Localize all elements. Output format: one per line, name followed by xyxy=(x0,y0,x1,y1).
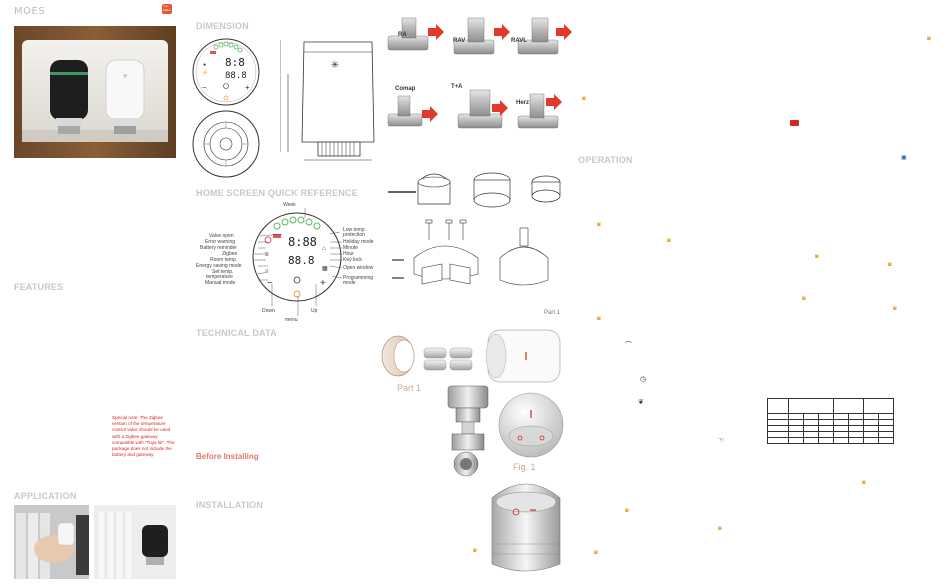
orange-button-icon-1: ◙ xyxy=(582,96,586,102)
red-badge-icon xyxy=(790,120,799,126)
label-manual-mode: Manual mode xyxy=(205,280,236,286)
home-screen-dial: 8:88 88.8 ≋ ⌂ ▦ ☼ − + xyxy=(250,210,344,304)
orange-button-icon-2: ◙ xyxy=(927,36,931,42)
orange-button-icon-8: ◙ xyxy=(893,306,897,312)
spec-table xyxy=(767,398,894,444)
label-week: Week xyxy=(283,202,296,208)
svg-text:88.8: 88.8 xyxy=(288,254,315,267)
dial-rear-view xyxy=(190,108,262,180)
svg-text:+: + xyxy=(245,83,250,92)
orange-button-icon-7: ◙ xyxy=(802,296,806,302)
valve-ta: T+A xyxy=(451,84,463,90)
orange-button-icon-install: ◙ xyxy=(473,548,477,554)
special-note: Special note: The Zigbee version of the … xyxy=(112,415,175,458)
label-low-temp-1: Low temp. xyxy=(343,227,367,233)
valve-ravl: RAVL xyxy=(511,38,527,44)
valve-herz: Herz xyxy=(516,100,530,106)
label-key-lock: Key lock xyxy=(343,257,362,263)
svg-text:✳: ✳ xyxy=(122,73,127,80)
orange-button-icon-11: ◙ xyxy=(625,508,629,514)
label-valve-open: Valve open xyxy=(209,233,234,239)
orange-button-icon-13: ◙ xyxy=(594,550,598,556)
label-open-window: Open window xyxy=(343,265,374,271)
svg-text:+: + xyxy=(320,278,326,289)
orange-button-icon-12: ◙ xyxy=(718,526,722,532)
svg-text:−: − xyxy=(267,278,273,289)
hand-icon: ☜ xyxy=(718,437,725,444)
svg-text:8:88: 8:88 xyxy=(288,235,317,249)
label-up: Up xyxy=(311,308,318,314)
application-heading: APPLICATION xyxy=(14,491,77,501)
label-hour: Hour xyxy=(343,251,354,257)
features-heading: FEATURES xyxy=(14,282,64,292)
label-menu: menu xyxy=(285,317,298,323)
label-part1-top: Part 1 xyxy=(544,310,561,316)
application-photo-2 xyxy=(94,505,176,579)
svg-text:⌂: ⌂ xyxy=(322,246,326,252)
orange-button-icon-5: ◙ xyxy=(815,254,819,260)
installation-heading: INSTALLATION xyxy=(196,500,264,510)
dimension-heading: DIMENSION xyxy=(196,21,249,31)
home-screen-leader-lines xyxy=(254,208,343,316)
flame-icon: ⌒ xyxy=(625,342,632,349)
svg-text:⚡: ⚡ xyxy=(202,69,208,76)
label-battery-reminder: Battery reminder xyxy=(200,245,237,251)
brand-logo: MOES xyxy=(14,6,46,17)
orange-button-icon-6: ◙ xyxy=(888,262,892,268)
dimension-side-profile: ✳ xyxy=(279,34,380,184)
valve-rav: RAV xyxy=(453,38,466,44)
label-holiday-mode: Holiday mode xyxy=(343,239,374,245)
before-installing-heading: Before Installing xyxy=(196,452,259,461)
orange-button-icon-3: ◙ xyxy=(597,222,601,228)
application-photo-1 xyxy=(14,505,89,579)
svg-text:✳: ✳ xyxy=(331,60,339,71)
orange-button-icon-9: ◙ xyxy=(597,316,601,322)
svg-text:−: − xyxy=(202,83,207,92)
label-minute: Minute xyxy=(343,245,359,251)
svg-text:≋: ≋ xyxy=(264,252,269,258)
svg-text:☼: ☼ xyxy=(264,268,270,274)
svg-text:8:8: 8:8 xyxy=(225,56,245,69)
label-part1-left: Part 1 xyxy=(397,383,422,393)
label-programming-2: mode xyxy=(343,280,356,286)
label-fig1: Fig. 1 xyxy=(513,462,536,472)
label-low-temp-2: protection xyxy=(343,232,365,238)
installation-cylinder xyxy=(486,474,566,582)
technical-data-heading: TECHNICAL DATA xyxy=(196,328,277,338)
valve-comap: Comap xyxy=(395,86,416,92)
label-energy-saving-mode: Energy saving mode xyxy=(196,263,242,269)
label-temperature: temperature xyxy=(206,274,233,280)
label-room-temp: Room temp. xyxy=(210,257,238,263)
clock-icon: ◷ xyxy=(640,376,647,383)
svg-text:▦: ▦ xyxy=(322,266,328,272)
blue-icon: ▣ xyxy=(901,155,907,161)
home-screen-heading: HOME SCREEN QUICK REFERENCE xyxy=(196,188,358,198)
product-photo: ✳ xyxy=(14,26,176,158)
valve-compatibility-grid xyxy=(384,12,574,150)
battery-install-diagram xyxy=(376,322,570,384)
fig1-dome xyxy=(494,390,568,460)
label-down: Down xyxy=(262,308,275,314)
orange-button-icon-10: ◙ xyxy=(862,480,866,486)
label-programming-1: Programming xyxy=(343,275,374,281)
orange-button-icon-4: ◙ xyxy=(667,238,671,244)
label-zigbee: Zigbee xyxy=(222,251,238,257)
svg-text:●: ● xyxy=(203,62,206,68)
tuya-zigbee-badge: Tuya ZigBee xyxy=(162,4,172,14)
valve-body-diagram xyxy=(444,382,494,480)
svg-text:88.8: 88.8 xyxy=(225,71,247,81)
leaf-icon: ❦ xyxy=(638,399,644,406)
label-set-temp: Set temp. xyxy=(212,269,234,275)
dial-front-view: 8:8 88.8 ● ⚡ − + xyxy=(190,36,262,108)
label-error-warning: Error warning xyxy=(205,239,236,245)
valve-ra: RA xyxy=(398,32,407,38)
adapter-assembly xyxy=(384,214,574,300)
operation-heading: OPERATION xyxy=(578,155,633,165)
adapter-parts xyxy=(384,164,574,214)
